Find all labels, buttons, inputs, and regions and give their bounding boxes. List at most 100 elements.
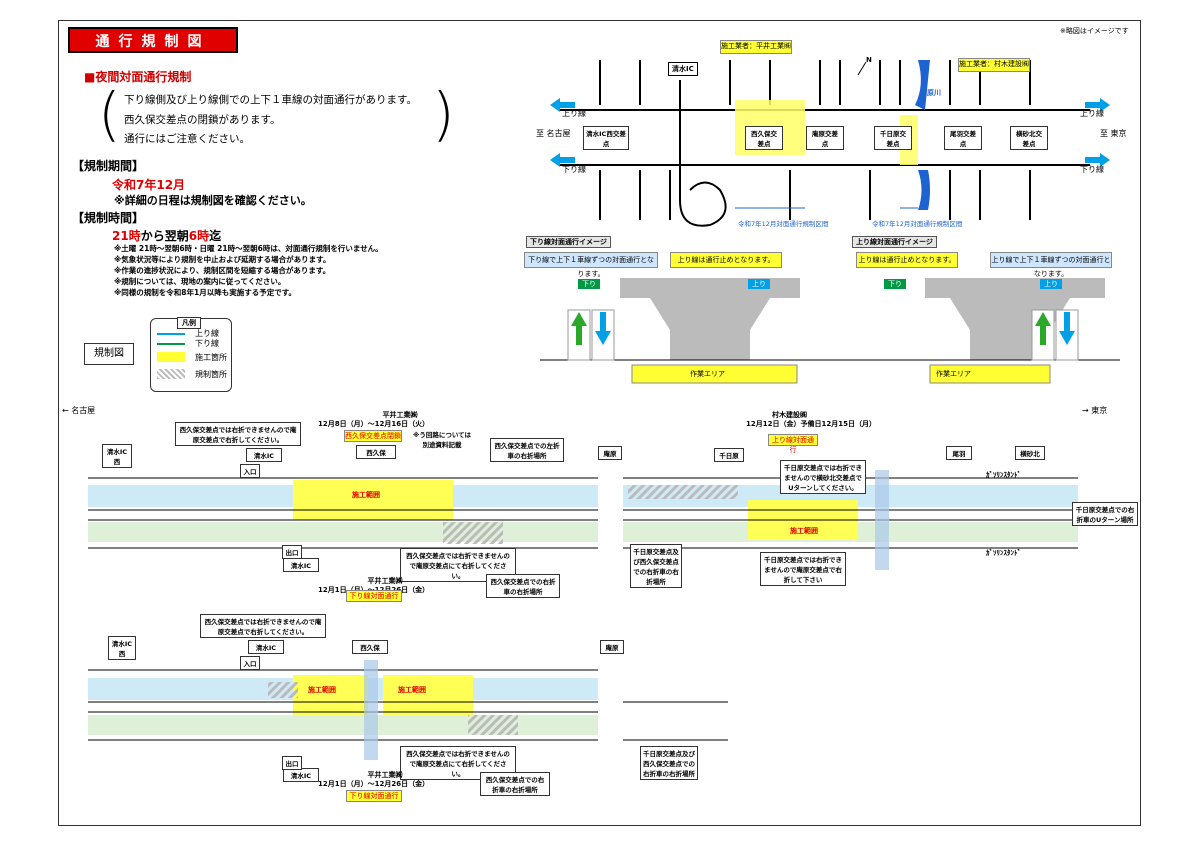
legend-reg-swatch xyxy=(157,369,185,379)
contractor-2: 施工業者：村木建設㈱ xyxy=(958,58,1030,72)
intersection-yokosuna: 横砂北交差点 xyxy=(1010,126,1048,150)
p3-nishikubo: 西久保 xyxy=(352,640,388,654)
up-image-title: 上り線対面通行イメージ xyxy=(852,236,937,248)
intersection-ihara: 庵原交差点 xyxy=(806,126,844,150)
regulation-heading: ■夜間対面通行規制 xyxy=(84,70,192,84)
p3-call-1: 西久保交差点では右折できませんので庵原交差点で右折してください。 xyxy=(200,614,326,638)
p3-tag: 下り線対面通行 xyxy=(346,790,402,802)
down-image-text-1: 下り線で上下１車線ずつの対面通行となります。 xyxy=(524,252,658,278)
p3-deguchi: 出口 xyxy=(282,756,302,770)
p3-work-b: 施工範囲 xyxy=(398,686,426,694)
p1-bottom-tag: 下り線対面通行 xyxy=(346,590,402,602)
p2-date: 12月12日（金）予備日12月15日（月） xyxy=(746,420,876,428)
p1-bottom-company: 平井工業㈱ xyxy=(367,577,403,585)
section-2: 令和7年12月対面通行規制区間 xyxy=(872,220,963,228)
legend: 凡例 上り線 下り線 施工箇所 規制箇所 xyxy=(150,317,232,392)
section-1: 令和7年12月対面通行規制区間 xyxy=(738,220,829,228)
p1-deguchi: 出口 xyxy=(282,545,302,559)
note-4: ※規制については、現地の案内に従ってください。 xyxy=(114,277,286,286)
p1-closed-tag: 西久保交差点閉鎖 xyxy=(344,430,402,442)
p1-date: 12月8日（月）～12月16日（火） xyxy=(318,420,430,428)
p1-shimizu-ic-top: 清水IC xyxy=(246,448,282,462)
map-up-right: 上り線 xyxy=(1080,109,1104,118)
note-3: ※作業の進捗状況により、規制区間を短縮する場合があります。 xyxy=(114,266,331,275)
p1-shimizu-ic-bottom: 清水IC xyxy=(283,558,319,572)
p3-work-a: 施工範囲 xyxy=(308,686,336,694)
map-up-left: 上り線 xyxy=(562,109,586,118)
time-value: 21時から翌朝6時迄 xyxy=(112,229,222,243)
p2-call-4: 千日原交差点では右折できませんので庵原交差点で右折して下さい xyxy=(760,552,846,586)
notice-line-3: 通行にはご注意ください。 xyxy=(124,133,250,145)
down-image-text-2: 上り線は通行止めとなります。 xyxy=(670,252,782,268)
p2-obane: 尾羽 xyxy=(946,446,972,460)
page-title: 通行規制図 xyxy=(68,27,238,53)
p1-note: ※う回路については別途資料記載 xyxy=(410,428,474,450)
work-area-1: 作業エリア xyxy=(690,370,725,378)
p1-company: 平井工業㈱ xyxy=(382,411,418,419)
p2-call-2: 千日原交差点での右折車のUターン場所 xyxy=(1072,502,1138,526)
p3-call-4: 千日原交差点及び西久保交差点での右折車の右折場所 xyxy=(640,746,698,780)
map-down-left: 下り線 xyxy=(562,165,586,174)
p1-call-4: 西久保交差点での右折車の右折場所 xyxy=(486,574,560,598)
down-tag-1: 下り xyxy=(578,279,600,289)
intersection-shimizu-ic-west: 清水IC西交差点 xyxy=(583,126,629,150)
p3-shimizu-ic-west: 清水IC西 xyxy=(108,636,136,660)
legend-work-label: 施工箇所 xyxy=(195,353,227,362)
p2-work: 施工範囲 xyxy=(790,527,818,535)
up-image-text-1: 上り線は通行止めとなります。 xyxy=(856,252,958,268)
page-frame xyxy=(58,20,1141,826)
p3-company: 平井工業㈱ xyxy=(367,771,403,779)
image-note: ※略図はイメージです xyxy=(1060,27,1129,35)
cross-section-drawings xyxy=(540,278,1120,384)
plan-view-1-2 xyxy=(88,470,1078,570)
note-5: ※同様の規制を令和8年1月以降も実施する予定です。 xyxy=(114,288,296,297)
p2-call-1: 千日原交差点では右折できませんので横砂北交差点でUターンしてください。 xyxy=(780,460,866,494)
up-tag-2: 上り xyxy=(1040,279,1062,289)
p2-yokosuna: 横砂北 xyxy=(1015,446,1045,460)
p1-call-2: 西久保交差点での左折車の右折場所 xyxy=(490,438,564,462)
up-image-text-2: 上り線で上下１車線ずつの対面通行となります。 xyxy=(990,252,1112,278)
map-down-right: 下り線 xyxy=(1080,165,1104,174)
dir-right: → 東京 xyxy=(1082,406,1108,415)
up-tag-1: 上り xyxy=(748,279,770,289)
legend-reg-label: 規制箇所 xyxy=(195,370,227,379)
p3-date: 12月1日（月）～12月26日（金） xyxy=(318,780,430,788)
river-label: 庵原川 xyxy=(920,89,941,97)
notice-line-2: 西久保交差点の閉鎖があります。 xyxy=(124,114,281,126)
work-area-2: 作業エリア xyxy=(936,370,971,378)
period-note: ※詳細の日程は規制図を確認ください。 xyxy=(114,194,312,207)
map-left-city: 至 名古屋 xyxy=(536,129,571,138)
legend-work-swatch xyxy=(157,352,185,362)
legend-down-swatch xyxy=(157,343,185,345)
down-image-title: 下り線対面通行イメージ xyxy=(526,236,611,248)
p3-ihara: 庵原 xyxy=(600,640,624,654)
legend-up-label: 上り線 xyxy=(195,329,219,338)
p3-call-3: 西久保交差点での右折車の右折場所 xyxy=(480,772,550,796)
time-label: 【規制時間】 xyxy=(72,211,145,225)
contractor-1: 施工業者：平井工業㈱ xyxy=(720,40,792,54)
intersection-nishikubo: 西久保交差点 xyxy=(745,126,783,150)
note-1: ※土曜 21時～翌朝6時・日曜 21時～翌朝6時は、対面通行規制を行いません。 xyxy=(114,244,383,253)
plan-view-3 xyxy=(88,660,728,760)
p2-gas-2: ｶﾞｿﾘﾝｽﾀﾝﾄﾞ xyxy=(986,549,1021,557)
p1-nishikubo: 西久保 xyxy=(356,445,396,459)
p2-gas-1: ｶﾞｿﾘﾝｽﾀﾝﾄﾞ xyxy=(986,471,1021,479)
bracket-right: ) xyxy=(432,80,455,148)
period-label: 【規制期間】 xyxy=(72,159,145,173)
notice-line-1: 下り線側及び上り線側での上下１車線の対面通行があります。 xyxy=(124,94,417,106)
p1-ihara: 庵原 xyxy=(598,446,622,460)
map-ic-label: 清水IC xyxy=(668,62,698,76)
north-marker: N xyxy=(866,56,872,64)
p2-tag: 上り線対面通行 xyxy=(768,434,818,454)
p2-company: 村木建設㈱ xyxy=(772,411,807,419)
p2-call-3: 千日原交差点及び西久保交差点での右折車の右折場所 xyxy=(630,544,682,588)
dir-left: ← 名古屋 xyxy=(62,406,96,415)
map-right-city: 至 東京 xyxy=(1100,129,1127,138)
p3-shimizu-ic-bottom: 清水IC xyxy=(283,768,319,782)
p3-iriguchi: 入口 xyxy=(240,656,260,670)
p1-shimizu-ic-west: 清水IC西 xyxy=(102,444,132,468)
p3-shimizu-ic-top: 清水IC xyxy=(248,640,284,654)
intersection-sennichi: 千日原交差点 xyxy=(874,126,912,150)
p1-iriguchi: 入口 xyxy=(240,464,260,478)
intersection-obane: 尾羽交差点 xyxy=(944,126,982,150)
